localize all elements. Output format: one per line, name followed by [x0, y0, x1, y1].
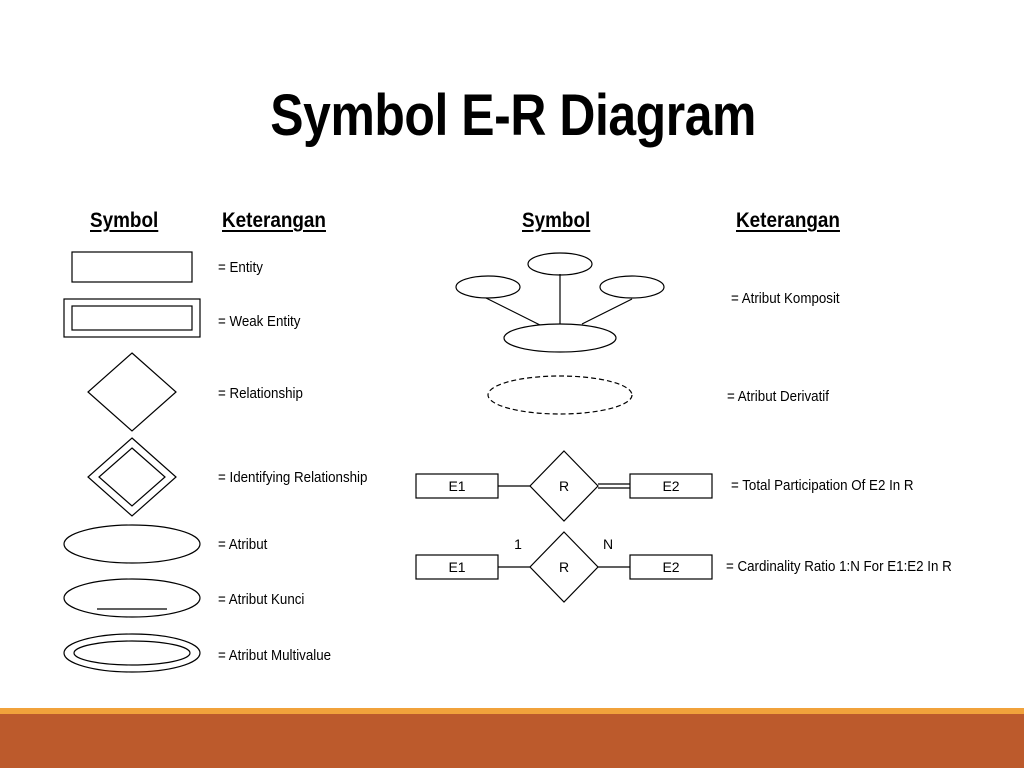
footer-accent-bar	[0, 708, 1024, 714]
multivalued-attribute-symbol	[63, 633, 201, 673]
tp-relationship-label: R	[558, 478, 570, 494]
desc-total-participation: = Total Participation Of E2 In R	[731, 478, 914, 494]
cr-entity1-label: E1	[448, 559, 466, 575]
identifying-relationship-symbol	[87, 437, 177, 517]
relationship-symbol	[87, 352, 177, 432]
page-title: Symbol E-R Diagram	[270, 83, 756, 148]
left-keterangan-header: Keterangan	[222, 209, 326, 232]
desc-derived-attribute: = Atribut Derivatif	[727, 389, 829, 405]
desc-weak-entity: = Weak Entity	[218, 314, 301, 330]
left-symbol-header: Symbol	[90, 209, 159, 232]
desc-key-attribute: = Atribut Kunci	[218, 592, 305, 608]
key-attribute-symbol	[63, 578, 201, 618]
cardinality-one-label: 1	[514, 536, 522, 552]
footer-bar	[0, 714, 1024, 768]
right-symbol-header: Symbol	[522, 209, 591, 232]
entity-symbol	[71, 251, 193, 283]
tp-entity2-label: E2	[662, 478, 680, 494]
attribute-symbol	[63, 524, 201, 564]
desc-entity: = Entity	[218, 260, 263, 276]
composite-attribute-symbol	[455, 252, 665, 353]
desc-attribute: = Atribut	[218, 537, 268, 553]
desc-composite-attribute: = Atribut Komposit	[731, 291, 840, 307]
tp-entity1-label: E1	[448, 478, 466, 494]
desc-cardinality-ratio: = Cardinality Ratio 1:N For E1:E2 In R	[726, 559, 952, 575]
cardinality-many-label: N	[602, 536, 614, 552]
right-keterangan-header: Keterangan	[736, 209, 840, 232]
derived-attribute-symbol	[487, 375, 633, 415]
weak-entity-symbol	[63, 298, 201, 338]
desc-identifying-relationship: = Identifying Relationship	[218, 470, 368, 486]
cr-entity2-label: E2	[662, 559, 680, 575]
total-participation-symbol	[415, 450, 713, 522]
cr-relationship-label: R	[558, 559, 570, 575]
desc-relationship: = Relationship	[218, 386, 303, 402]
cardinality-ratio-symbol	[415, 531, 713, 603]
desc-multivalued-attribute: = Atribut Multivalue	[218, 648, 332, 664]
